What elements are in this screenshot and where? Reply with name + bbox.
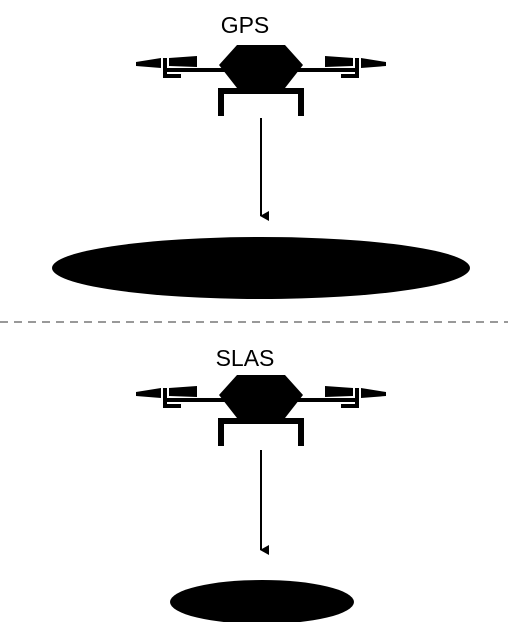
landing-zone-large-ellipse (52, 237, 470, 299)
slas-label: SLAS (216, 345, 275, 371)
gps-label: GPS (221, 12, 270, 38)
landing-zone-small-ellipse (170, 580, 354, 622)
slas-panel: SLAS (136, 345, 386, 622)
gps-panel: GPS (52, 12, 470, 299)
drone-icon (136, 375, 386, 446)
drone-icon (136, 45, 386, 116)
